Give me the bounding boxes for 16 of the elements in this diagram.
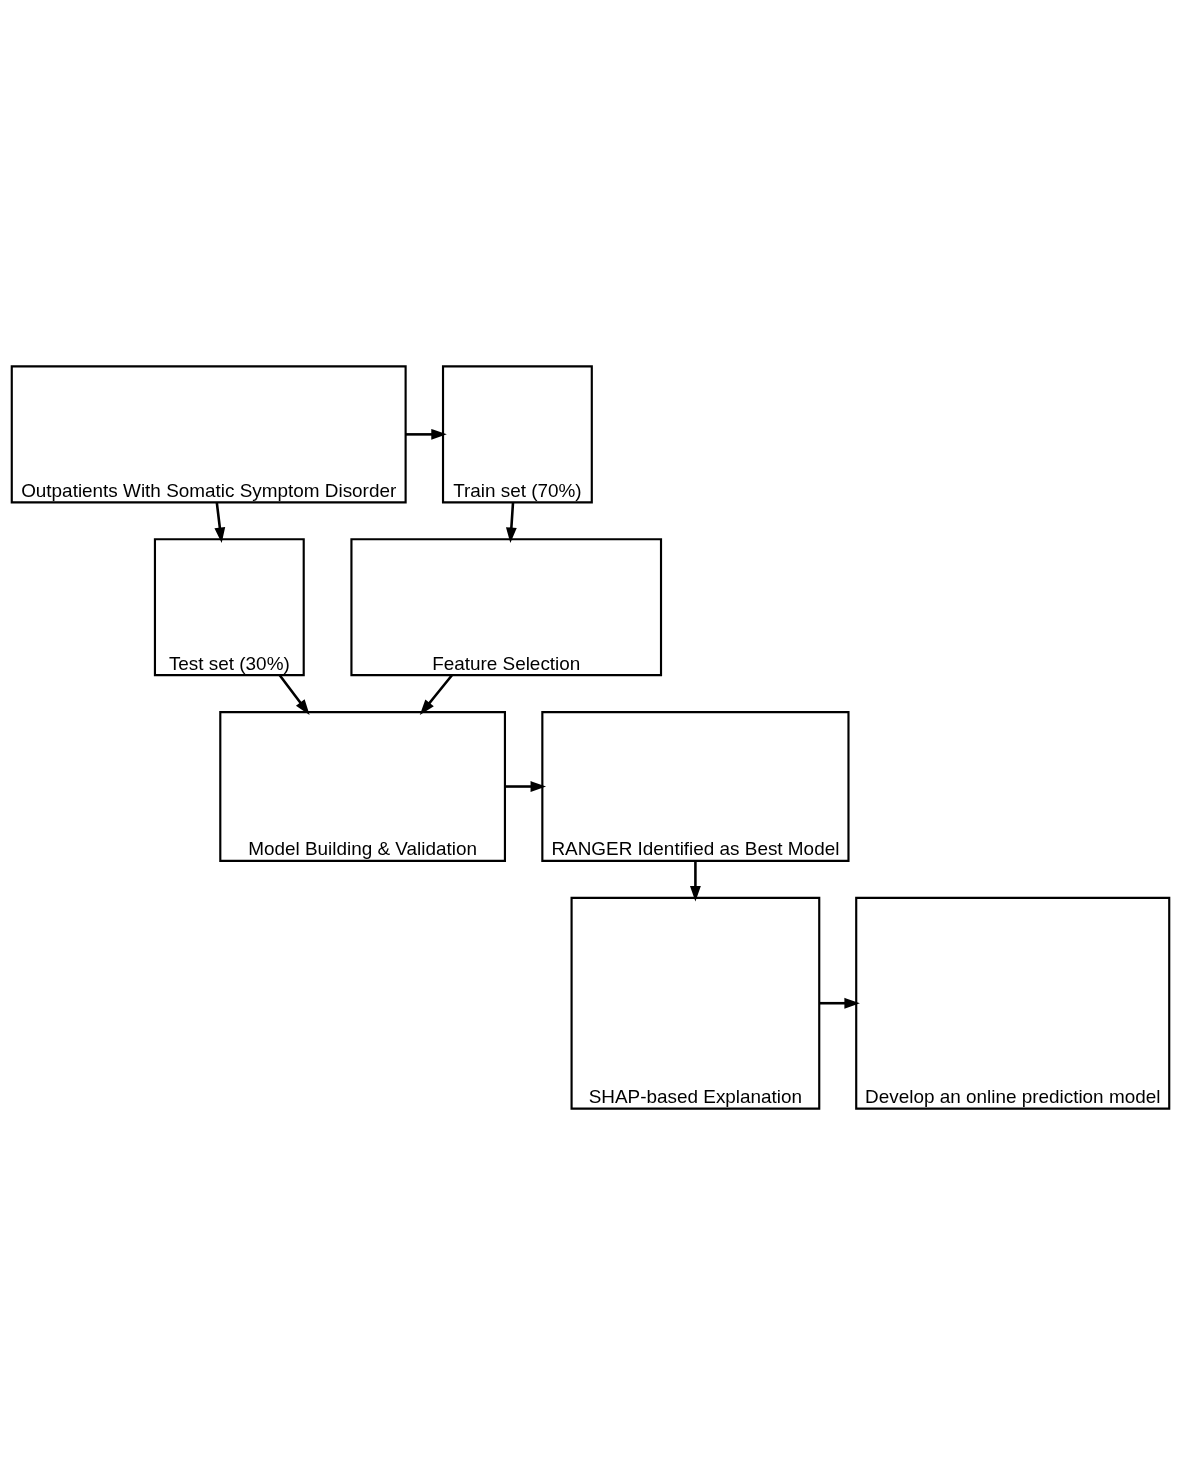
node-box: RANGER Identified as Best Model [541,710,850,862]
arrow [278,673,310,715]
arrow [505,501,517,543]
node-box: Outpatients With Somatic Symptom Disorder [10,364,407,503]
arrow [419,673,453,715]
node-box: Model Building & Validation [219,710,506,862]
node-box: Feature Selection [350,537,663,676]
node-box: SHAP-based Explanation [570,896,821,1110]
node-box: Develop an online prediction model [855,896,1171,1110]
arrow [405,428,447,440]
arrow [504,780,547,792]
node-box: Train set (70%) [441,364,593,503]
arrow [214,501,226,543]
arrow [690,860,701,901]
node-box: Test set (30%) [153,537,305,676]
arrow [819,997,860,1009]
